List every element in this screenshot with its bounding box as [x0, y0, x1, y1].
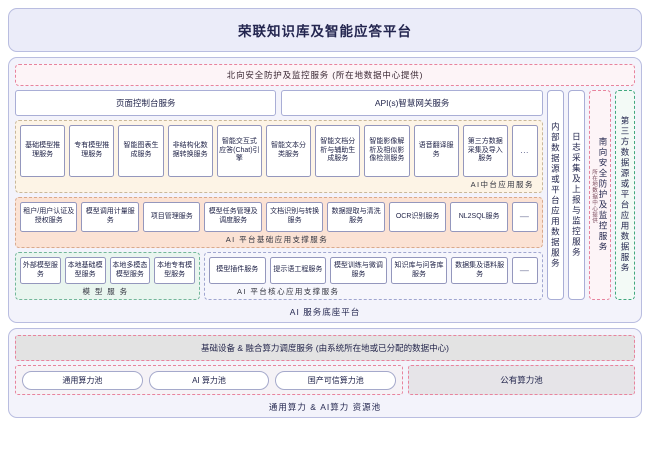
model-chip[interactable]: 本地专有模型服务: [154, 257, 195, 284]
ai-platform-support-chip-row: 租户/用户认证及授权服务 模型调用计量服务 项目管理服务 模型任务管理及调度服务…: [20, 202, 538, 232]
console-service-box[interactable]: 页面控制台服务: [15, 90, 277, 116]
south-security-label: 南向安全防护及监控服务: [598, 137, 608, 253]
model-chip[interactable]: 本地多模态模型服务: [109, 257, 151, 284]
model-services-band: 外部模型服务 本地基础模型服务 本地多模态模型服务 本地专有模型服务 模 型 服…: [15, 252, 200, 300]
model-chip[interactable]: 本地基础模型服务: [64, 257, 106, 284]
service-chip[interactable]: 非结构化数据转换服务: [167, 125, 213, 177]
log-monitor-column: 日志采集及上报与监控服务: [567, 90, 585, 300]
page-title: 荣联知识库及智能应答平台: [8, 8, 642, 52]
public-pool-group: 公有算力池: [408, 365, 636, 395]
south-security-sublabel: 所在地数据中心提供: [591, 169, 597, 224]
ai-midend-caption: AI中台应用服务: [470, 180, 534, 189]
service-chip[interactable]: 智能文档分析与辅助生成服务: [315, 125, 361, 177]
ai-platform-support-band: 租户/用户认证及授权服务 模型调用计量服务 项目管理服务 模型任务管理及调度服务…: [15, 197, 543, 248]
private-pool-group: 通用算力池 AI 算力池 国产可信算力池: [15, 365, 404, 395]
core-support-band: 模型插件服务 提示语工程服务 模型训练与微调服务 知识库与问答库服务 数据集及语…: [204, 252, 543, 300]
infrastructure-shell: 基础设备 & 融合算力调度服务 (由系统所在地或已分配的数据中心) 通用算力池 …: [8, 328, 642, 418]
service-chip[interactable]: 数据提取与清洗服务: [327, 202, 385, 232]
core-chip[interactable]: 模型插件服务: [209, 257, 266, 284]
service-chip[interactable]: 智能影像解析及相似影像检测服务: [364, 125, 410, 177]
platform-body: 页面控制台服务 API(s)智慧网关服务 基础模型推理服务 专有模型推理服务 智…: [15, 90, 635, 300]
core-chip[interactable]: 数据集及语料服务: [451, 257, 508, 284]
ai-midend-chip-row: 基础模型推理服务 专有模型推理服务 智能图表生成服务 非结构化数据转换服务 智能…: [20, 125, 538, 177]
infrastructure-footer-label: 通用算力 & AI算力 资源池: [268, 402, 382, 412]
compute-scheduler-bar: 基础设备 & 融合算力调度服务 (由系统所在地或已分配的数据中心): [15, 335, 635, 361]
compute-pool-pill[interactable]: 通用算力池: [22, 370, 143, 390]
platform-main-column: 页面控制台服务 API(s)智慧网关服务 基础模型推理服务 专有模型推理服务 智…: [15, 90, 543, 300]
south-security-column: 南向安全防护及监控服务 所在地数据中心提供: [588, 90, 611, 300]
api-gateway-service-box[interactable]: API(s)智慧网关服务: [281, 90, 543, 116]
service-chip[interactable]: 模型调用计量服务: [81, 202, 139, 232]
ai-midend-band: 基础模型推理服务 专有模型推理服务 智能图表生成服务 非结构化数据转换服务 智能…: [15, 120, 543, 193]
core-support-caption: AI 平台核心应用支撑服务: [237, 287, 340, 296]
model-chip[interactable]: 外部模型服务: [20, 257, 61, 284]
more-services-ellipsis[interactable]: …: [511, 125, 538, 177]
public-pool-label: 公有算力池: [500, 375, 543, 385]
service-chip[interactable]: 智能交互式应答(Chat)引擎: [216, 125, 262, 177]
compute-pool-row: 通用算力池 AI 算力池 国产可信算力池 公有算力池: [15, 365, 636, 395]
core-support-chip-row: 模型插件服务 提示语工程服务 模型训练与微调服务 知识库与问答库服务 数据集及语…: [209, 257, 538, 284]
platform-footer-label: AI 服务底座平台: [289, 307, 361, 317]
service-chip[interactable]: 租户/用户认证及授权服务: [20, 202, 78, 232]
side-column-stack: 内部数据源或平台应用数据服务 日志采集及上报与监控服务 南向安全防护及监控服务 …: [546, 90, 635, 300]
core-chip[interactable]: 知识库与问答库服务: [390, 257, 448, 284]
service-chip[interactable]: 基础模型推理服务: [20, 125, 66, 177]
third-party-data-column: 第三方数据源或平台应用数据服务: [615, 90, 635, 300]
model-and-core-row: 外部模型服务 本地基础模型服务 本地多模态模型服务 本地专有模型服务 模 型 服…: [15, 252, 543, 300]
service-chip[interactable]: 专有模型推理服务: [69, 125, 115, 177]
model-services-chip-row: 外部模型服务 本地基础模型服务 本地多模态模型服务 本地专有模型服务: [20, 257, 195, 284]
north-security-banner: 北向安全防护及监控服务 (所在地数据中心提供): [15, 64, 635, 86]
ai-platform-support-caption: AI 平台基础应用支撑服务: [225, 235, 329, 244]
service-chip[interactable]: 文档识别与转换服务: [265, 202, 324, 232]
service-chip[interactable]: 第三方数据采集及导入服务: [462, 125, 508, 177]
access-layer-row: 页面控制台服务 API(s)智慧网关服务: [15, 90, 543, 116]
internal-data-source-column: 内部数据源或平台应用数据服务: [546, 90, 564, 300]
more-services-ellipsis[interactable]: —: [511, 257, 538, 284]
service-chip[interactable]: 智能图表生成服务: [118, 125, 164, 177]
compute-pool-pill[interactable]: AI 算力池: [148, 370, 270, 390]
core-chip[interactable]: 模型训练与微调服务: [330, 257, 387, 284]
model-services-caption: 模 型 服 务: [82, 287, 129, 296]
service-chip[interactable]: 语音翻译服务: [413, 125, 459, 177]
service-chip[interactable]: 智能文本分类服务: [265, 125, 312, 177]
service-chip[interactable]: 模型任务管理及调度服务: [204, 202, 262, 232]
service-chip[interactable]: NL2SQL服务: [450, 202, 508, 232]
ai-platform-shell: 北向安全防护及监控服务 (所在地数据中心提供) 页面控制台服务 API(s)智慧…: [8, 57, 642, 323]
compute-pool-pill[interactable]: 国产可信算力池: [275, 370, 397, 390]
service-chip[interactable]: OCR识别服务: [388, 202, 447, 232]
more-services-ellipsis[interactable]: —: [511, 202, 538, 232]
service-chip[interactable]: 项目管理服务: [142, 202, 201, 232]
core-chip[interactable]: 提示语工程服务: [269, 257, 327, 284]
